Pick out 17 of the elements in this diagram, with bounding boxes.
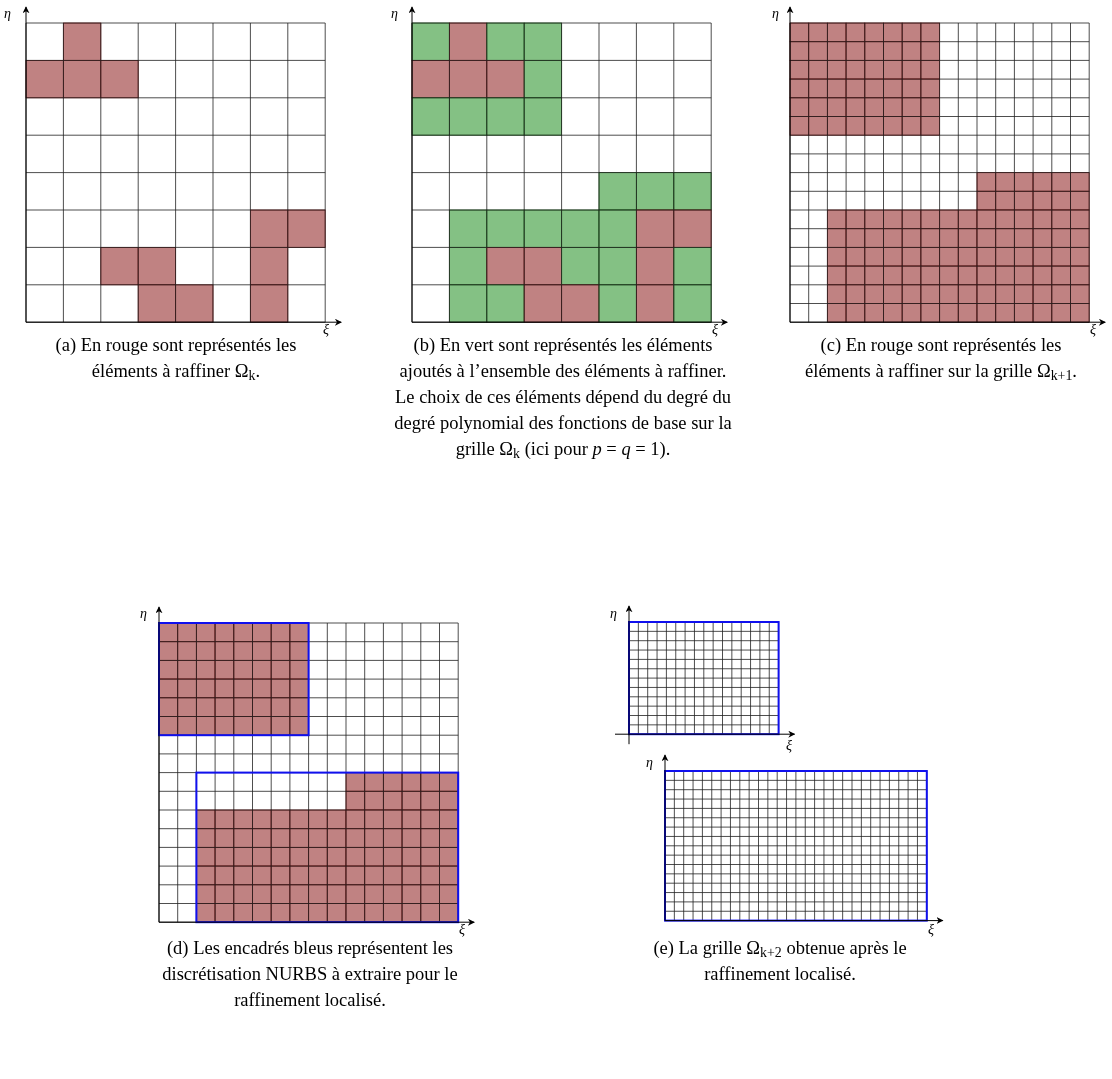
axis-label: ξ <box>786 738 792 754</box>
axis-label: ξ <box>712 322 718 338</box>
figure-caption: (a) En rouge sont représentés les éléments à raffiner Ω$_{k}$. <box>54 334 298 384</box>
axis-label: η <box>772 6 779 22</box>
figure-caption: (b) En vert sont représentés les éléments ajoutés à l’ensemble des éléments à raffiner. Le choix de ces éléments dépend du degré du degré polynomial des fonctions de base sur la grille Ω$_{k}$ (ici pour p = q = 1). <box>393 335 733 462</box>
axis-label: η <box>646 755 653 771</box>
axis-label: ξ <box>459 922 465 938</box>
axis-label: η <box>4 6 11 22</box>
axis-label: ξ <box>323 322 329 338</box>
axis-label: η <box>391 6 398 22</box>
axis-label: ξ <box>928 922 934 938</box>
figure-caption: (e) La grille Ω$_{k+2}$ obtenue après le raffinement localisé. <box>652 937 908 986</box>
figure-caption: (d) Les encadrés bleus représentent les discrétisation NURBS à extraire pour le raffinement localisé. <box>161 937 459 1012</box>
axis-label: η <box>610 606 617 622</box>
axis-label: η <box>140 606 147 622</box>
axis-label: ξ <box>1090 322 1096 338</box>
figure-caption: (c) En rouge sont représentés les éléments à raffiner sur la grille Ω$_{k+1}$. <box>804 334 1078 384</box>
